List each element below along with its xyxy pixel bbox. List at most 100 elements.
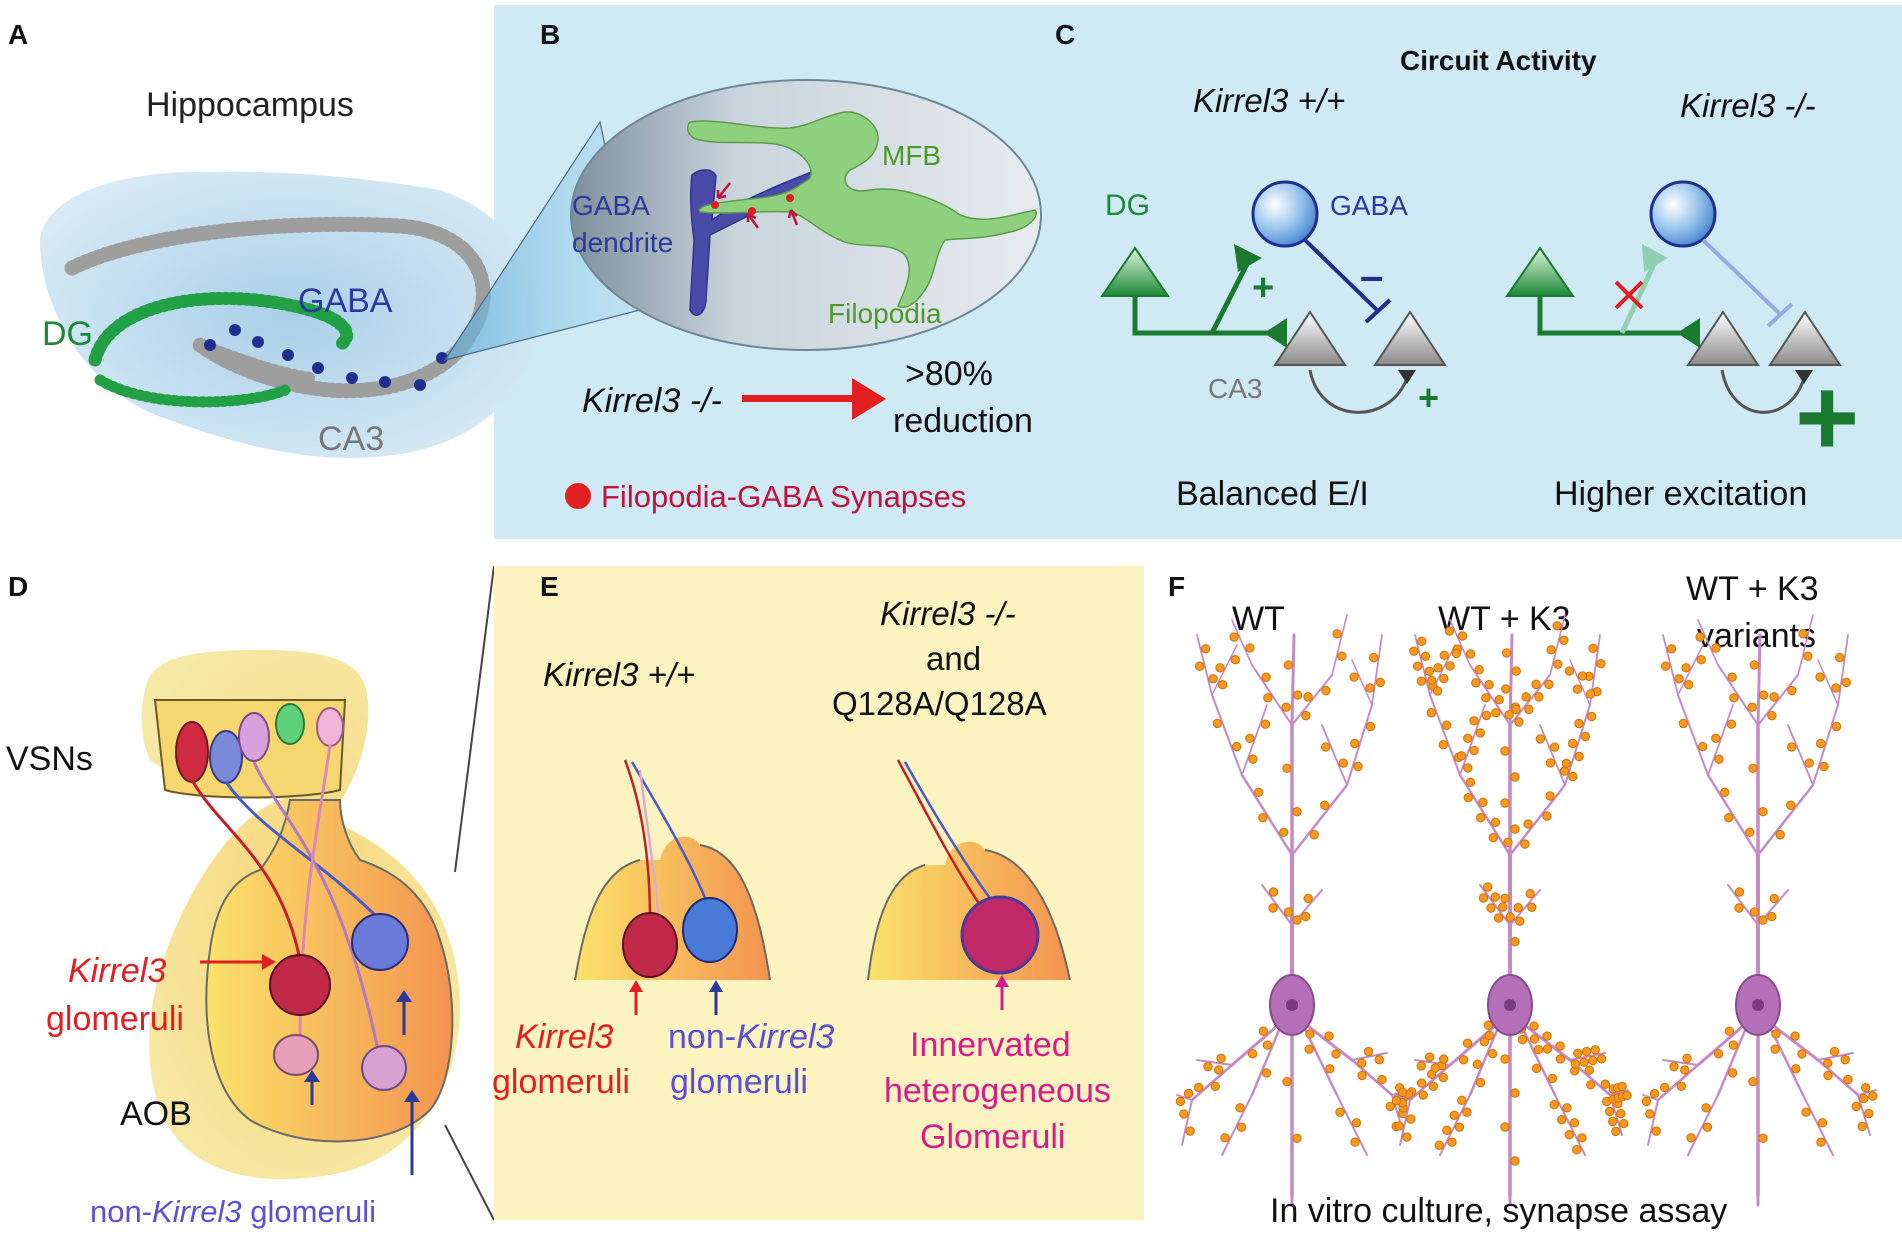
synapse-punctum bbox=[1493, 913, 1504, 923]
synapse-punctum bbox=[1815, 672, 1825, 682]
synapse-punctum bbox=[1439, 650, 1449, 660]
dg-to-gaba-axon bbox=[1209, 260, 1251, 335]
dendrite-branch bbox=[1764, 1018, 1820, 1062]
synapse-punctum bbox=[1511, 666, 1521, 676]
dendrite-branch bbox=[1697, 619, 1719, 666]
synapse-punctum bbox=[1260, 719, 1271, 729]
synapse-punctum bbox=[1483, 1020, 1494, 1030]
neuron-wt-k3-variants bbox=[1641, 614, 1878, 1207]
weakened-terminal-gaba bbox=[1642, 244, 1668, 272]
synapse-punctum bbox=[1292, 915, 1302, 925]
wt-circuit: DG GABA CA3 + – + Balanced E/I bbox=[1100, 180, 1447, 513]
non-kirrel3-arrow-up-3-head bbox=[404, 1090, 420, 1102]
e-kirrel3-label-1: Kirrel3 bbox=[515, 1018, 613, 1056]
synapse-punctum bbox=[1500, 746, 1510, 756]
dendrite-branch bbox=[1569, 659, 1591, 706]
synapse-punctum bbox=[1676, 1081, 1686, 1091]
synapse-punctum bbox=[1758, 915, 1768, 925]
synapse-punctum bbox=[1681, 663, 1691, 673]
panel-f: F WT WT + K3 WT + K3 variants In vitro c… bbox=[1168, 570, 1878, 1230]
synapse-punctum bbox=[1525, 889, 1535, 899]
synapse-punctum bbox=[1465, 649, 1476, 659]
synapse-punctum bbox=[1282, 763, 1292, 774]
synapse-punctum bbox=[1486, 903, 1496, 913]
synapse-punctum bbox=[1457, 1095, 1467, 1105]
synapse-punctum bbox=[1608, 1116, 1618, 1127]
e-innervated-label-2: heterogeneous bbox=[884, 1072, 1111, 1110]
vsn-axon-red bbox=[190, 779, 302, 961]
synapse-punctum bbox=[1727, 1068, 1738, 1078]
synapse-punctum bbox=[1857, 1121, 1867, 1132]
dendrite-branch bbox=[1211, 694, 1243, 776]
synapse-punctum bbox=[1488, 832, 1498, 843]
synapse-punctum bbox=[1375, 677, 1385, 688]
dendrite-branch bbox=[1857, 1089, 1877, 1096]
synapse-punctum bbox=[1586, 711, 1597, 722]
neuron-nucleus bbox=[1504, 999, 1516, 1011]
synapse-punctum bbox=[1363, 1046, 1374, 1057]
synapse-punctum bbox=[1439, 1054, 1449, 1064]
synapse-punctum bbox=[1572, 1145, 1582, 1155]
kirrel3-glomerulus bbox=[269, 954, 331, 1016]
f-wt-label: WT bbox=[1232, 600, 1285, 638]
dendrite-branch bbox=[1394, 1094, 1411, 1101]
synapse-punctum bbox=[1580, 731, 1591, 742]
synapse-punctum bbox=[1686, 1133, 1696, 1143]
synapse-punctum bbox=[1194, 1082, 1204, 1093]
f-caption: In vitro culture, synapse assay bbox=[1270, 1192, 1727, 1230]
synapse-punctum bbox=[1304, 1044, 1314, 1054]
synapse-punctum bbox=[1829, 1046, 1840, 1057]
dendrite-branch bbox=[1716, 1021, 1750, 1097]
synapse-punctum bbox=[1441, 720, 1452, 730]
synapse-punctum bbox=[1797, 1049, 1807, 1059]
dendrite-branch bbox=[1290, 783, 1349, 857]
synapse-punctum bbox=[1245, 733, 1255, 744]
synapse-punctum bbox=[1483, 882, 1493, 892]
panel-a: A Hippocampus DG GABA CA3 bbox=[8, 19, 540, 459]
ko-circuit: + Higher excitation bbox=[1505, 180, 1859, 513]
dendrite-branch bbox=[1371, 634, 1383, 706]
synapse-punctum bbox=[1377, 1074, 1387, 1085]
synapse-punctum bbox=[1767, 911, 1777, 922]
ko-aob-outline bbox=[867, 849, 1071, 981]
synapse-punctum bbox=[1669, 1061, 1679, 1072]
neuron-wt bbox=[1175, 614, 1412, 1207]
dendrite-branch bbox=[1516, 1018, 1572, 1062]
synapse-punctum bbox=[1254, 787, 1264, 798]
synapse-punctum bbox=[1531, 1063, 1542, 1074]
synapse-punctum bbox=[1702, 1122, 1713, 1132]
dendrite-branch bbox=[1518, 1021, 1557, 1097]
synapse-punctum bbox=[1605, 1106, 1615, 1117]
synapse-punctum bbox=[1451, 648, 1462, 659]
synapse-punctum bbox=[1758, 690, 1769, 700]
dendrite-branch bbox=[1539, 724, 1566, 786]
synapse-punctum bbox=[1478, 797, 1488, 808]
synapse-punctum bbox=[1397, 1087, 1408, 1097]
synapse-punctum bbox=[1214, 1065, 1224, 1075]
synapse-punctum bbox=[1697, 741, 1708, 752]
panel-a-title: Hippocampus bbox=[146, 86, 354, 124]
synapse-punctum bbox=[1203, 1061, 1213, 1072]
non-kirrel3-glomeruli-label: non-Kirrel3 glomeruli bbox=[90, 1194, 376, 1229]
synapse-punctum bbox=[1816, 738, 1826, 749]
dendrite-branch bbox=[1240, 773, 1294, 857]
dendrite-branch bbox=[1656, 1063, 1700, 1102]
gaba-cell bbox=[346, 372, 358, 384]
synapse-punctum bbox=[1544, 679, 1554, 690]
synapse-punctum bbox=[1584, 1065, 1594, 1075]
synapse-punctum bbox=[1574, 751, 1584, 762]
synapse-punctum bbox=[1588, 643, 1598, 653]
dendrite-branch bbox=[1857, 1094, 1871, 1136]
mfb-label: MFB bbox=[882, 140, 941, 171]
legend-synapse-text: Filopodia-GABA Synapses bbox=[601, 479, 966, 514]
synapse-punctum bbox=[1456, 751, 1467, 761]
gaba-neuron-wt bbox=[1251, 180, 1319, 248]
synapse-punctum bbox=[1500, 798, 1510, 808]
synapse-punctum bbox=[1320, 800, 1330, 810]
synapse-punctum bbox=[1596, 1054, 1607, 1064]
vsn-neuron-violet bbox=[238, 712, 270, 762]
panel-b: B GABA dendrite MFB Filopodia Kirrel3 -/… bbox=[540, 19, 1042, 514]
synapse-punctum bbox=[1680, 1065, 1690, 1075]
synapse-punctum bbox=[1402, 1132, 1412, 1142]
reduction-text: reduction bbox=[893, 402, 1033, 440]
